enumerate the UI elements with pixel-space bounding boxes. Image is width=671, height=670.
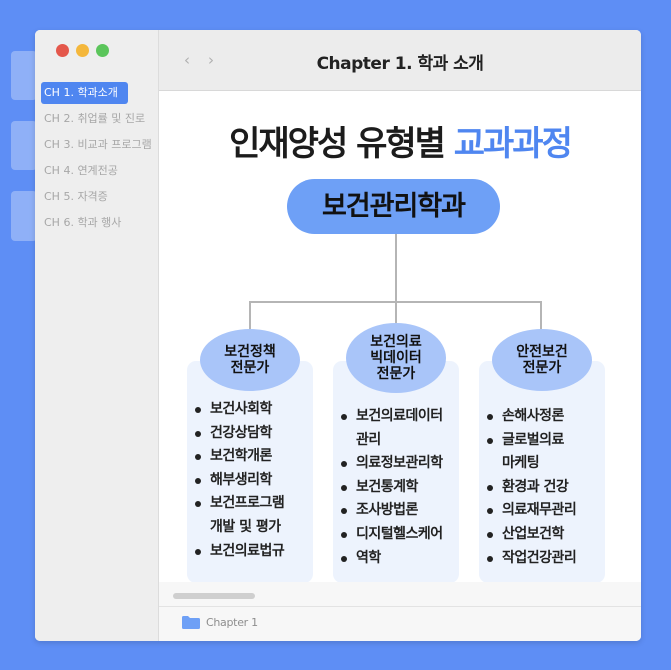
sidebar-item-ch6[interactable]: CH 6. 학과 행사	[44, 216, 122, 229]
footer-folder-label[interactable]: Chapter 1	[206, 616, 258, 629]
connector-line	[395, 234, 397, 302]
divider	[159, 606, 641, 607]
list-item: 보건의료데이터	[340, 405, 465, 429]
course-list-safety: 손해사정론 글로벌의료 마케팅 환경과 건강 의료재무관리 산업보건학 작업건강…	[486, 405, 611, 570]
list-item: 보건의료법규	[194, 540, 314, 564]
connector-line	[395, 301, 397, 333]
chapter-nav: CH 1. 학과소개 CH 2. 취업률 및 진로 CH 3. 비교과 프로그램…	[41, 82, 155, 238]
connector-line	[540, 301, 542, 333]
list-item-continued: 관리	[356, 431, 381, 448]
department-pill: 보건관리학과	[287, 179, 500, 234]
background-tab	[11, 51, 37, 100]
page-headline: 인재양성 유형별 교과과정	[159, 116, 641, 165]
list-item: 산업보건학	[486, 523, 611, 547]
window-controls	[56, 44, 109, 57]
content-area: 인재양성 유형별 교과과정 보건관리학과 보건정책 전문가 보건의료 빅데이터 …	[159, 91, 641, 583]
list-item: 조사방법론	[340, 499, 465, 523]
minimize-window-button[interactable]	[76, 44, 89, 57]
maximize-window-button[interactable]	[96, 44, 109, 57]
forward-arrow-icon[interactable]: ›	[208, 51, 214, 69]
back-arrow-icon[interactable]: ‹	[184, 51, 190, 69]
list-item-continued: 마케팅	[502, 455, 540, 472]
title-bar: ‹ › Chapter 1. 학과 소개	[159, 30, 641, 91]
sidebar-item-ch3[interactable]: CH 3. 비교과 프로그램	[44, 138, 152, 151]
track-title-bigdata: 보건의료 빅데이터 전문가	[346, 323, 446, 393]
list-item: 손해사정론	[486, 405, 611, 429]
sidebar-item-ch4[interactable]: CH 4. 연계전공	[44, 164, 118, 177]
list-item: 해부생리학	[194, 469, 314, 493]
window-title: Chapter 1. 학과 소개	[316, 54, 484, 74]
footer-bar: Chapter 1	[159, 582, 641, 641]
sidebar: CH 1. 학과소개 CH 2. 취업률 및 진로 CH 3. 비교과 프로그램…	[35, 30, 159, 641]
list-item: 의료정보관리학	[340, 452, 465, 476]
background-tab	[11, 191, 37, 241]
course-list-bigdata: 보건의료데이터 관리 의료정보관리학 보건통계학 조사방법론 디지털헬스케어 역…	[340, 405, 465, 570]
close-window-button[interactable]	[56, 44, 69, 57]
list-item: 보건통계학	[340, 476, 465, 500]
list-item: 의료재무관리	[486, 499, 611, 523]
list-item-continued: 개발 및 평가	[210, 518, 281, 535]
app-window: CH 1. 학과소개 CH 2. 취업률 및 진로 CH 3. 비교과 프로그램…	[35, 30, 641, 641]
list-item: 보건학개론	[194, 445, 314, 469]
folder-icon	[182, 616, 200, 629]
sidebar-item-ch2[interactable]: CH 2. 취업률 및 진로	[44, 112, 146, 125]
track-card-policy	[187, 361, 313, 583]
track-card-bigdata	[333, 361, 459, 583]
course-list-policy: 보건사회학 건강상담학 보건학개론 해부생리학 보건프로그램 개발 및 평가 보…	[194, 398, 314, 563]
sidebar-item-ch5[interactable]: CH 5. 자격증	[44, 190, 108, 203]
horizontal-scrollbar[interactable]	[173, 593, 255, 599]
list-item: 환경과 건강	[486, 476, 611, 500]
headline-text: 인재양성 유형별	[229, 124, 454, 164]
track-title-policy: 보건정책 전문가	[200, 329, 300, 391]
background-tab	[11, 121, 37, 170]
sidebar-item-ch1[interactable]: CH 1. 학과소개	[41, 82, 128, 104]
list-item: 역학	[340, 547, 465, 571]
connector-line	[249, 301, 251, 333]
list-item: 작업건강관리	[486, 547, 611, 571]
list-item: 보건프로그램	[194, 492, 314, 516]
list-item: 보건사회학	[194, 398, 314, 422]
track-title-safety: 안전보건 전문가	[492, 329, 592, 391]
track-card-safety	[479, 361, 605, 583]
list-item: 디지털헬스케어	[340, 523, 465, 547]
list-item: 건강상담학	[194, 422, 314, 446]
list-item: 글로벌의료	[486, 429, 611, 453]
headline-accent: 교과과정	[453, 124, 573, 164]
